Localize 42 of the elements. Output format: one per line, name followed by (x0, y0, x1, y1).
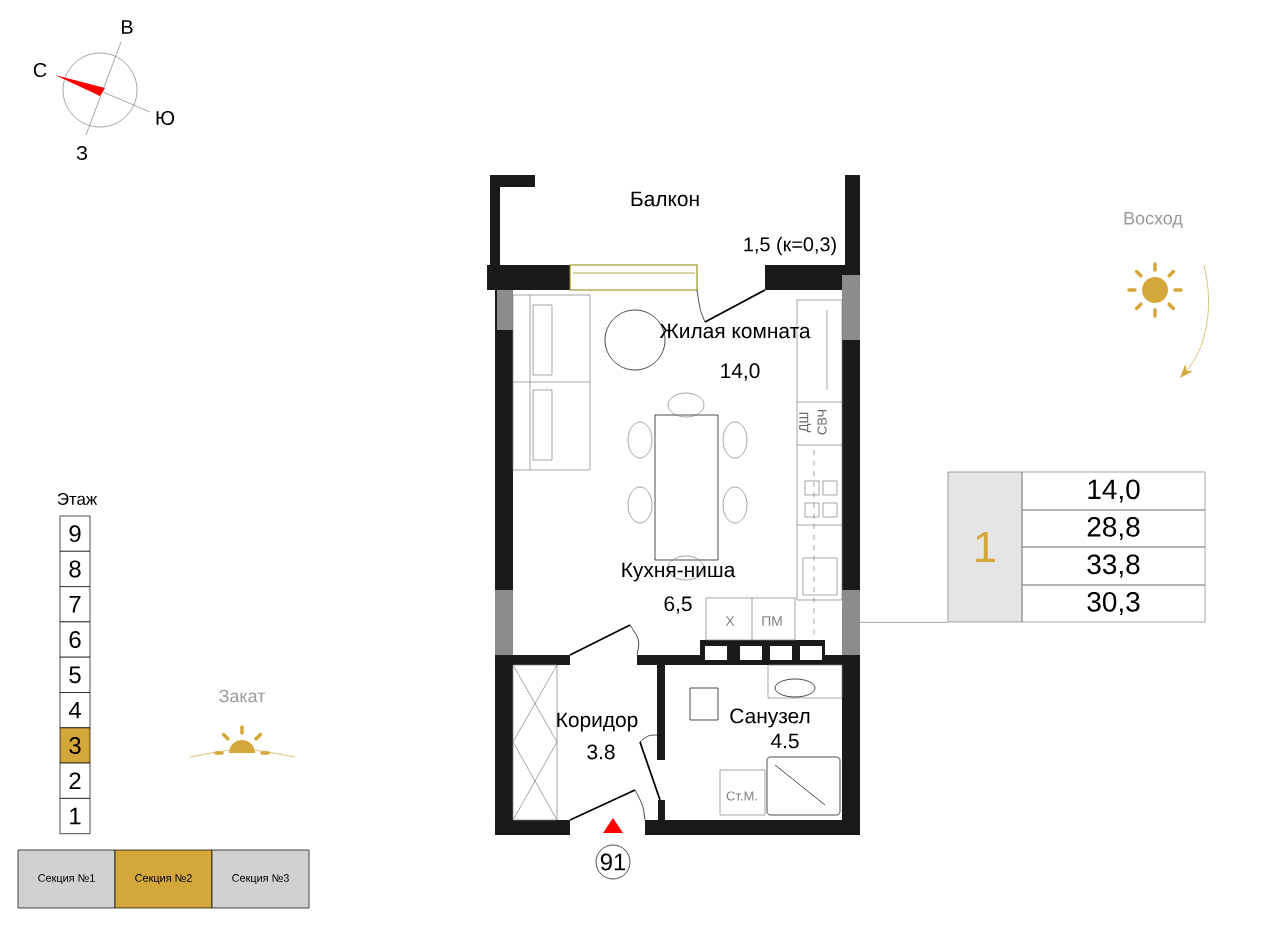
leader-line (860, 622, 948, 623)
appliance-label: ДШ (799, 412, 811, 433)
floor-box: 6 (59, 621, 91, 658)
area-label: 6,5 (664, 596, 692, 614)
room-name: Балкон (631, 191, 699, 207)
compass-letter: З (76, 146, 87, 160)
floor-box: 7 (59, 586, 91, 623)
floor-box: 9 (59, 515, 91, 552)
appliance-label: Х (725, 616, 735, 626)
room-name: Кухня-ниша (622, 562, 736, 582)
compass-letter: В (122, 20, 133, 34)
section-tab: Секция №1 (17, 849, 116, 909)
floor-box: 3 (59, 727, 91, 764)
section-tab: Секция №2 (114, 849, 213, 909)
area-label: 1,5 (к=0,3) (744, 236, 836, 256)
table-cell: 33,8 (1021, 546, 1206, 586)
room-name: Санузел (730, 708, 810, 728)
floor-box: 4 (59, 692, 91, 729)
area-label: 3.8 (587, 744, 615, 760)
room-name: Жилая комната (659, 323, 811, 339)
floor-box: 1 (59, 798, 91, 835)
compass-letter: С (33, 62, 47, 78)
floor-box: 5 (59, 656, 91, 693)
appliance-label: Ст.М. (726, 791, 757, 801)
table-cell: 28,8 (1021, 509, 1206, 548)
apartment-number: 91 (595, 844, 631, 880)
appliance-label: СВЧ (817, 410, 827, 435)
floor-plan-drawing (487, 175, 860, 835)
section-tab: Секция №3 (211, 849, 310, 909)
table-cell: 14,0 (1021, 471, 1206, 511)
area-label: 4.5 (770, 733, 799, 749)
floor-box: 8 (59, 550, 91, 587)
table-cell: 30,3 (1021, 584, 1206, 623)
floor-heading: Этаж (57, 493, 98, 505)
sunset-label: Закат (219, 689, 266, 703)
area-label: 14,0 (721, 363, 760, 381)
floor-box: 2 (59, 762, 91, 799)
room-name: Коридор (557, 712, 638, 732)
compass-letter: Ю (156, 110, 175, 126)
sunrise-label: Восход (1124, 212, 1183, 228)
table-cell: 1 (947, 471, 1023, 623)
appliance-label: ПМ (762, 616, 782, 626)
